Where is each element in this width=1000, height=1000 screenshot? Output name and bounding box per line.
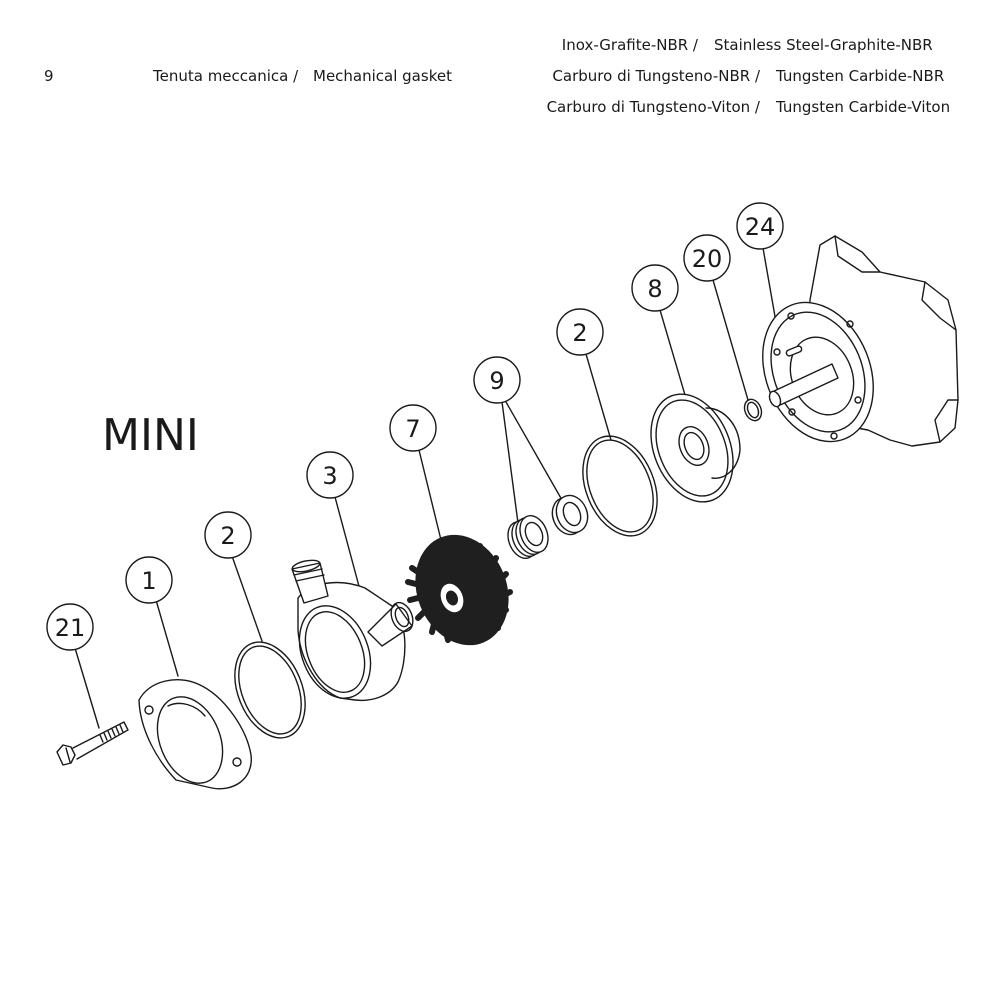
variant-1-en: Stainless Steel-Graphite-NBR xyxy=(714,36,933,54)
callout-2-right: 2 xyxy=(556,308,604,356)
small-o-ring-part xyxy=(743,398,763,422)
part-name-en: Mechanical gasket xyxy=(313,67,452,85)
callout-21-label: 21 xyxy=(55,614,86,642)
callout-3: 3 xyxy=(306,451,354,499)
callout-21: 21 xyxy=(46,603,94,651)
callout-9: 9 xyxy=(473,356,521,404)
model-title: MINI xyxy=(102,410,199,461)
part-number: 9 xyxy=(44,67,54,85)
variant-2-it: Carburo di Tungsteno-NBR / xyxy=(552,67,760,85)
mechanical-seal-part xyxy=(507,494,589,559)
variant-3-it: Carburo di Tungsteno-Viton / xyxy=(546,98,760,116)
callout-8: 8 xyxy=(631,264,679,312)
leader-lines xyxy=(74,247,781,729)
callout-circles: 21 1 2 3 7 9 2 8 xyxy=(46,202,784,651)
pump-body-part xyxy=(291,559,414,702)
callout-7: 7 xyxy=(389,404,437,452)
callout-9-label: 9 xyxy=(489,367,504,395)
callout-2-left: 2 xyxy=(204,511,252,559)
motor-bracket-part xyxy=(762,235,959,447)
o-ring-part-right xyxy=(582,435,658,537)
callout-20: 20 xyxy=(683,234,731,282)
callout-24-label: 24 xyxy=(745,213,776,241)
impeller-part xyxy=(405,534,513,646)
seal-housing-part xyxy=(650,393,741,503)
variant-1-it: Inox-Grafite-NBR / xyxy=(561,36,698,54)
callout-2-left-label: 2 xyxy=(220,522,235,550)
variant-3-en: Tungsten Carbide-Viton xyxy=(776,98,951,116)
bolt-part xyxy=(56,721,129,766)
variant-2-en: Tungsten Carbide-NBR xyxy=(776,67,945,85)
callout-1-label: 1 xyxy=(141,567,156,595)
cover-plate-part xyxy=(138,679,252,790)
o-ring-part-left xyxy=(234,641,306,739)
callout-2-right-label: 2 xyxy=(572,319,587,347)
callout-24: 24 xyxy=(736,202,784,250)
callout-20-label: 20 xyxy=(692,245,723,273)
callout-8-label: 8 xyxy=(647,275,662,303)
callout-1: 1 xyxy=(125,556,173,604)
callout-7-label: 7 xyxy=(405,415,420,443)
part-name-it: Tenuta meccanica / xyxy=(153,67,299,85)
callout-3-label: 3 xyxy=(322,462,337,490)
